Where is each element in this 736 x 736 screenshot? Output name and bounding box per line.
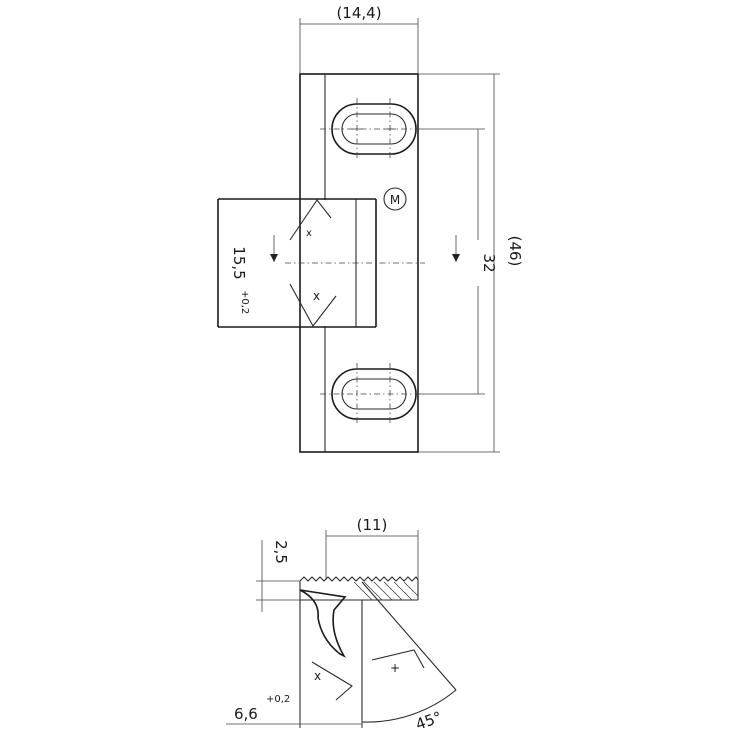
offset-dimension: 6,6 +0,2 xyxy=(226,694,363,728)
depth-dim-label: (11) xyxy=(357,516,388,534)
thickness-dimension: 2,5 xyxy=(256,540,300,612)
depth-dimension: (11) xyxy=(325,516,419,600)
lower-slot xyxy=(320,363,424,425)
serrated-plate xyxy=(299,576,419,601)
svg-text:x: x xyxy=(313,289,320,303)
svg-text:x: x xyxy=(314,669,321,683)
height-dim-label: (46) xyxy=(506,236,524,267)
surface-mark-upper: x xyxy=(289,199,332,241)
surface-mark-side-right: + xyxy=(371,649,425,675)
width-dim-label: (14,4) xyxy=(336,4,381,22)
surface-mark-lower: x xyxy=(289,283,337,328)
side-view: (11) 2,5 xyxy=(226,516,457,734)
svg-text:+: + xyxy=(390,661,400,675)
angle-dim-label: 45° xyxy=(413,708,444,734)
tongue-dim-label: 15,5 xyxy=(230,246,248,279)
tongue-dimension: 15,5 +0,2 xyxy=(230,235,278,314)
tongue-dim-tolerance: +0,2 xyxy=(239,290,250,314)
upper-slot xyxy=(320,98,424,160)
hook-profile xyxy=(299,589,363,728)
surface-mark-side-left: x xyxy=(311,661,353,701)
material-mark: M xyxy=(390,193,400,207)
svg-text:x: x xyxy=(306,228,312,239)
tongue xyxy=(217,198,377,328)
height-dimension: (46) xyxy=(418,73,524,453)
top-view: M x x (14,4) (46) xyxy=(217,4,524,453)
width-dimension: (14,4) xyxy=(299,4,419,74)
hole-spacing-dimension: 32 xyxy=(416,128,498,395)
angle-sweep: 45° xyxy=(361,581,457,734)
offset-dim-tolerance: +0,2 xyxy=(266,694,290,705)
material-mark-circle xyxy=(383,187,407,211)
thickness-dim-label: 2,5 xyxy=(272,540,290,564)
hole-spacing-label: 32 xyxy=(480,253,498,272)
offset-dim-label: 6,6 xyxy=(234,705,258,723)
